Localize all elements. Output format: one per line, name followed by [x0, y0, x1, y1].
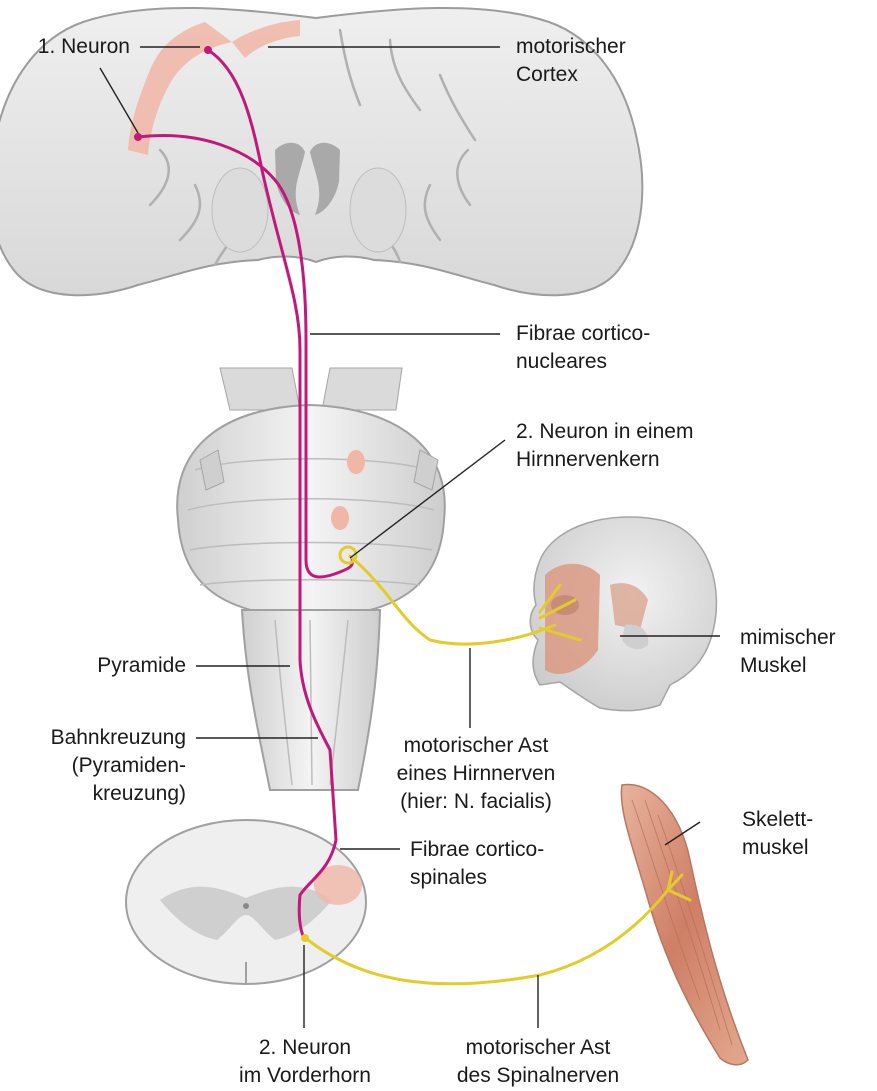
label-neuron-1: 1. Neuron	[10, 33, 130, 61]
label-pyramide: Pyramide	[20, 652, 186, 680]
neuron2-horn-soma	[301, 934, 309, 942]
label-decussation: Bahnkreuzung(Pyramiden-kreuzung)	[10, 724, 186, 808]
neuron1-lower-soma	[134, 133, 142, 141]
neuron1-upper-soma	[204, 46, 212, 54]
label-skeletal-muscle: Skelett-muskel	[742, 806, 813, 862]
spinal-cord-cross-section	[126, 820, 366, 985]
head-facial-muscles	[530, 517, 716, 711]
brainstem	[177, 368, 445, 790]
label-fibrae-corticonucleares: Fibrae cortico-nucleares	[516, 320, 650, 376]
skeletal-muscle	[621, 784, 748, 1064]
label-fibrae-corticospinales: Fibrae cortico-spinales	[410, 836, 544, 892]
